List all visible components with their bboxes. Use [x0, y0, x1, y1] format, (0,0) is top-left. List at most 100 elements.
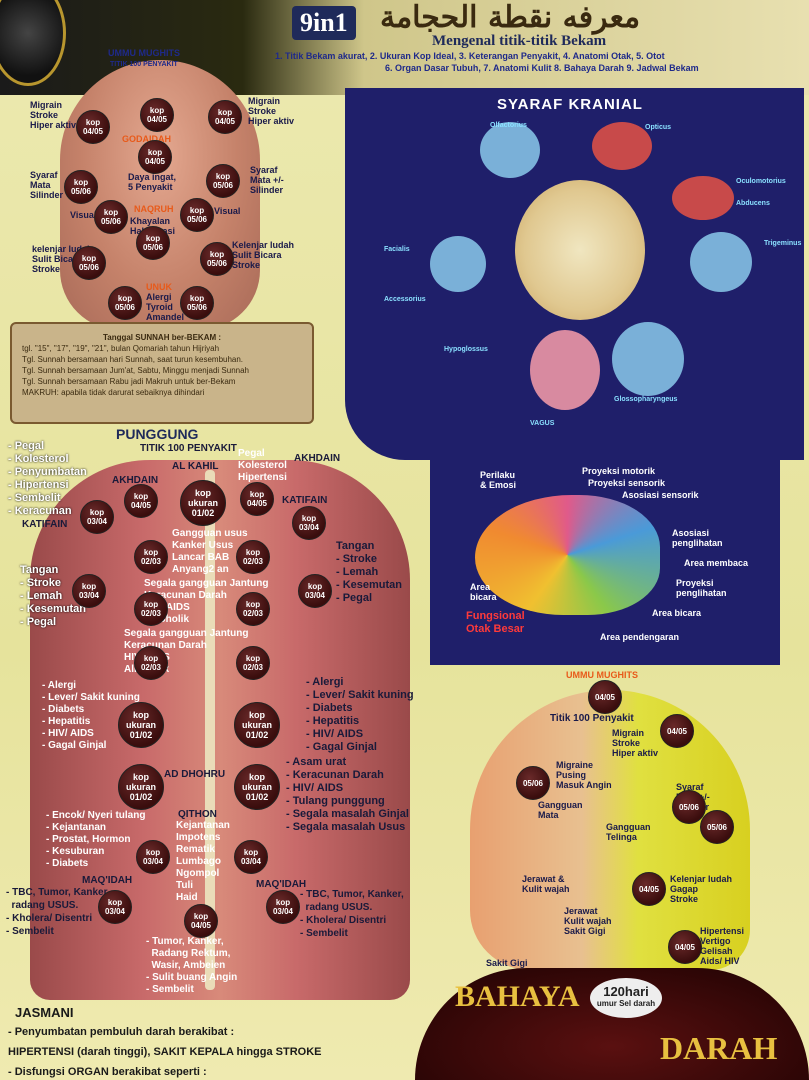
label-facialis: Facialis	[384, 246, 410, 253]
kop-text: kop	[217, 108, 233, 117]
kop-size: kop 02/03	[242, 548, 264, 566]
kop-size: kop 03/04	[142, 848, 164, 866]
brain-lobes-illustration	[475, 495, 660, 615]
akhdain-right-label: AKHDAIN	[294, 453, 341, 464]
darah-text: DARAH	[660, 1030, 778, 1066]
kop-size: 05/06	[114, 303, 136, 312]
back-left-list: - Pegal - Kolesterol - Penyumbatan - Hip…	[8, 440, 87, 517]
visual-right-label: Visual	[214, 206, 241, 216]
label-vagus: VAGUS	[530, 420, 555, 427]
label-trigeminus: Trigeminus	[764, 240, 802, 247]
scroll-line: tgl. "15", "17", "19", "21", bulan Qomar…	[22, 344, 220, 353]
kop-text: kop	[189, 206, 205, 215]
kop-size: kop 04/05	[190, 912, 212, 930]
al-kahil-label: AL KAHIL	[172, 461, 219, 472]
asam-urat-list: - Asam urat - Keracunan Darah - HIV/ AID…	[286, 756, 409, 833]
face-kelenjar: Kelenjar ludah Gagap Stroke	[670, 874, 733, 904]
label-glossopharyngeus: Glossopharyngeus	[614, 396, 678, 403]
kop-size: 05/06	[212, 181, 234, 190]
kop-size: 05/06	[206, 259, 228, 268]
kop-size: kop 02/03	[140, 548, 162, 566]
label-oculomotorius: Oculomotorius	[736, 178, 786, 185]
kop-size: kop ukuran 01/02	[125, 772, 156, 802]
kop-size: 05/06	[142, 243, 164, 252]
cranial-panel-title: SYARAF KRANIAL	[497, 96, 643, 113]
kop-size: 05/06	[522, 778, 544, 788]
encok-list: - Encok/ Nyeri tulang - Kejantanan - Pro…	[46, 810, 146, 869]
kop-size: kop 02/03	[242, 600, 264, 618]
kop-cup-large: kop ukuran 01/02	[118, 764, 164, 810]
kop-cup: kop 02/03	[134, 646, 168, 680]
head-left-mid: Syaraf Mata Silinder	[30, 170, 64, 200]
kop-cup: kop 04/05	[124, 484, 158, 518]
kop-size: 05/06	[678, 802, 700, 812]
scroll-title: Tanggal SUNNAH ber-BEKAM :	[102, 333, 222, 342]
contents-line-1: 1. Titik Bekam akurat, 2. Ukuran Kop Ide…	[275, 51, 665, 61]
kop-text: kop	[85, 118, 101, 127]
scroll-line: MAKRUH: apabila tidak darurat sebaiknya …	[22, 388, 205, 397]
kop-size: kop 03/04	[304, 582, 326, 600]
bahaya-text: BAHAYA	[455, 980, 580, 1013]
hari-badge: 120hari umur Sel darah	[590, 978, 662, 1018]
head-diagram-facialis	[430, 236, 486, 292]
kop-size: kop 03/04	[78, 582, 100, 600]
kop-text: kop	[189, 294, 205, 303]
kop-cup: kop 03/04	[234, 840, 268, 874]
kop-text: kop	[73, 178, 89, 187]
face-sakit-gigi: Sakit Gigi	[486, 958, 528, 968]
kop-cup: kop 03/04	[98, 890, 132, 924]
kop-cup: 05/06	[700, 810, 734, 844]
spine-illustration	[205, 470, 215, 990]
hari-value: 120hari	[603, 984, 649, 999]
unuk-label: UNUK	[146, 282, 172, 292]
head-right-top: Migrain Stroke Hiper aktiv	[248, 96, 295, 126]
label-accessorius: Accessorius	[384, 296, 426, 303]
kop-cup: 04/05	[632, 872, 666, 906]
qithon-label: QITHON	[178, 809, 217, 820]
ummu-mughits-label: UMMU MUGHITS	[108, 48, 180, 58]
label-asosiasi-sensorik: Asosiasi sensorik	[622, 490, 699, 500]
kop-cup: 05/06	[516, 766, 550, 800]
maqidah-right-label: MAQ'IDAH	[256, 879, 307, 890]
label-area-membaca: Area membaca	[684, 558, 749, 568]
daya-ingat-label: Daya ingat, 5 Penyakit	[128, 172, 177, 192]
kop-size: kop 04/05	[246, 490, 268, 508]
kop-cup: kop 02/03	[236, 592, 270, 626]
head-diagram-trigeminus	[690, 232, 752, 292]
face-titik-label: Titik 100 Penyakit	[550, 713, 634, 724]
kop-size: 04/05	[638, 884, 660, 894]
kop-size: 05/06	[78, 263, 100, 272]
akhdain-left-label: AKHDAIN	[112, 475, 159, 486]
kop-cup: kop 03/04	[80, 500, 114, 534]
kop-text: kop	[215, 172, 231, 181]
kop-size: kop ukuran 01/02	[241, 710, 272, 740]
kop-size: 04/05	[82, 127, 104, 136]
kop-cup: kop 02/03	[236, 646, 270, 680]
kop-cup: kop 04/05	[240, 482, 274, 516]
kop-size: 05/06	[100, 217, 122, 226]
tbc-right-list: - TBC, Tumor, Kanker, radang USUS. - Kho…	[300, 889, 404, 939]
label-olfactorius: Olfactorius	[490, 122, 527, 129]
head-diagram-olfactorius	[480, 122, 540, 178]
label-perilaku: Perilaku & Emosi	[480, 470, 517, 490]
kop-text: kop	[103, 208, 119, 217]
eye-diagram	[592, 122, 652, 170]
kop-text: kop	[209, 250, 225, 259]
kop-size: kop 02/03	[242, 654, 264, 672]
alergi-label: Alergi Tyroid Amandel	[146, 292, 185, 322]
kop-size: 04/05	[594, 692, 616, 702]
kop-text: kop	[149, 106, 165, 115]
scroll-line: Tgl. Sunnah bersamaan Jum'at, Sabtu, Min…	[22, 366, 249, 375]
back-illustration	[30, 460, 410, 1000]
kop-cup: kop 04/05	[184, 904, 218, 938]
tangan-left-list: Tangan - Stroke - Lemah - Kesemutan - Pe…	[20, 564, 87, 628]
face-jerawat-2: Jerawat Kulit wajah Sakit Gigi	[564, 906, 612, 936]
jasmani-line-1: - Penyumbatan pembuluh darah berakibat :	[8, 1026, 235, 1038]
